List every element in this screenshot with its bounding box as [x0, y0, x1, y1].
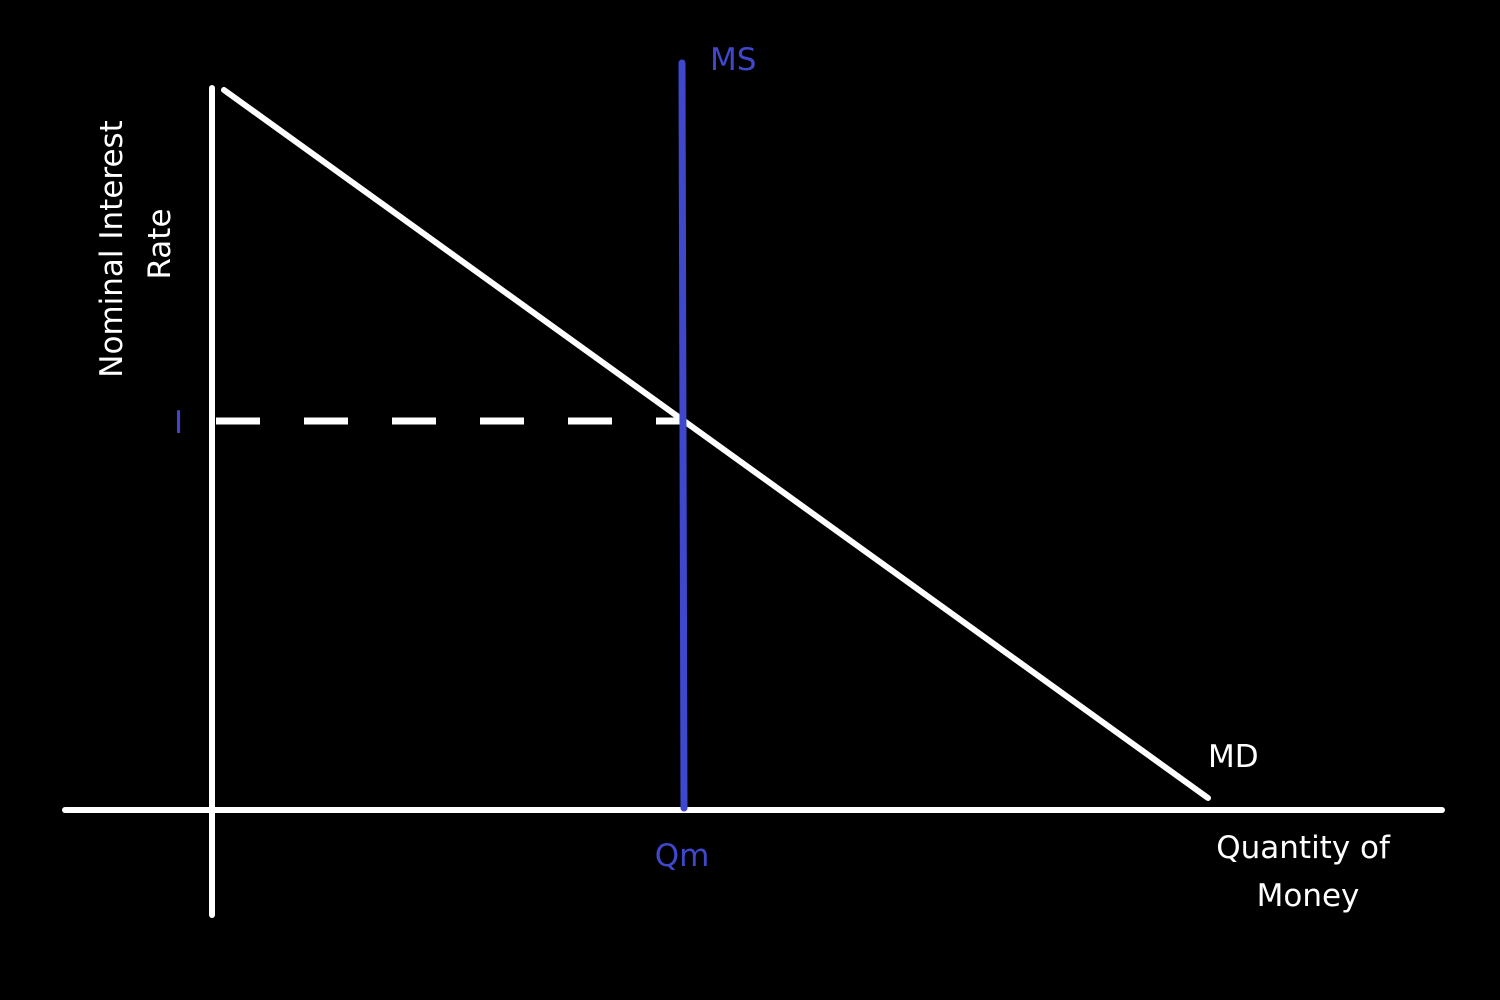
money-supply-curve	[678, 59, 688, 812]
x-axis-label: Quantity of Money	[1216, 830, 1400, 914]
y-axis-label: Nominal Interest Rate	[94, 110, 178, 377]
x-axis-label-line-1: Quantity of	[1216, 830, 1391, 866]
y-axis-label-line-1: Nominal Interest	[94, 120, 130, 378]
y-axis-label-line-2: Rate	[142, 208, 178, 279]
equilibrium-quantity-label: Qm	[655, 838, 710, 874]
equilibrium-rate-label: I	[174, 405, 183, 441]
money-demand-curve	[221, 87, 1211, 801]
x-axis-label-line-2: Money	[1257, 878, 1360, 914]
supply-curve-label: MS	[710, 42, 756, 78]
demand-curve-label: MD	[1208, 739, 1259, 775]
